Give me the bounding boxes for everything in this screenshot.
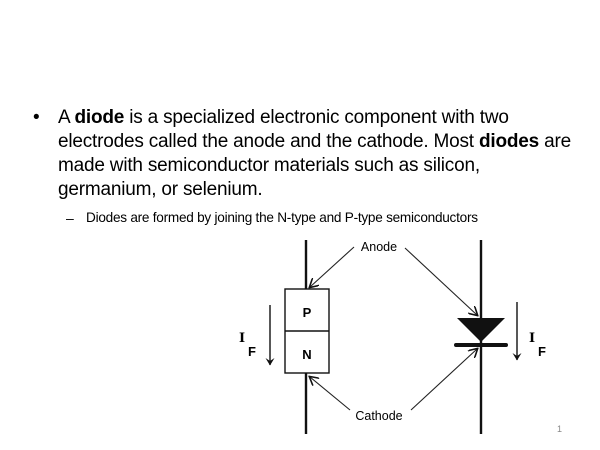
current-symbol: I <box>529 331 535 346</box>
main-bullet-text: A diode is a specialized electronic comp… <box>58 106 578 202</box>
current-symbol: I <box>239 331 245 346</box>
anode-pointer-right <box>404 247 477 315</box>
cathode-label: Cathode <box>355 409 402 423</box>
page-number: 1 <box>557 424 563 434</box>
bullet-marker: • <box>33 107 40 128</box>
p-region-label: P <box>303 305 312 320</box>
sub-bullet-text: Diodes are formed by joining the N-type … <box>86 210 478 225</box>
bullet-segment: is a specialized electronic component wi… <box>58 107 509 152</box>
anode-label: Anode <box>361 240 397 254</box>
cathode-pointer-left <box>310 377 351 411</box>
bullet-segment-bold: diodes <box>478 131 539 152</box>
cathode-pointer-right <box>410 349 477 411</box>
anode-pointer-left <box>310 246 355 287</box>
current-subscript: F <box>538 344 546 359</box>
n-region-label: N <box>302 347 311 362</box>
current-subscript: F <box>248 344 256 359</box>
bullet-segment-bold: diode <box>74 107 125 128</box>
bullet-segment: A <box>58 107 75 128</box>
sub-bullet-marker: – <box>66 210 74 226</box>
diode-triangle-icon <box>457 318 505 342</box>
pn-junction: P N <box>284 240 330 434</box>
current-indicator-right: I F <box>512 302 546 361</box>
current-indicator-left: I F <box>239 305 275 366</box>
bullet-segment: are made with semiconductor materials su… <box>58 131 571 200</box>
diode-symbol <box>454 240 508 434</box>
